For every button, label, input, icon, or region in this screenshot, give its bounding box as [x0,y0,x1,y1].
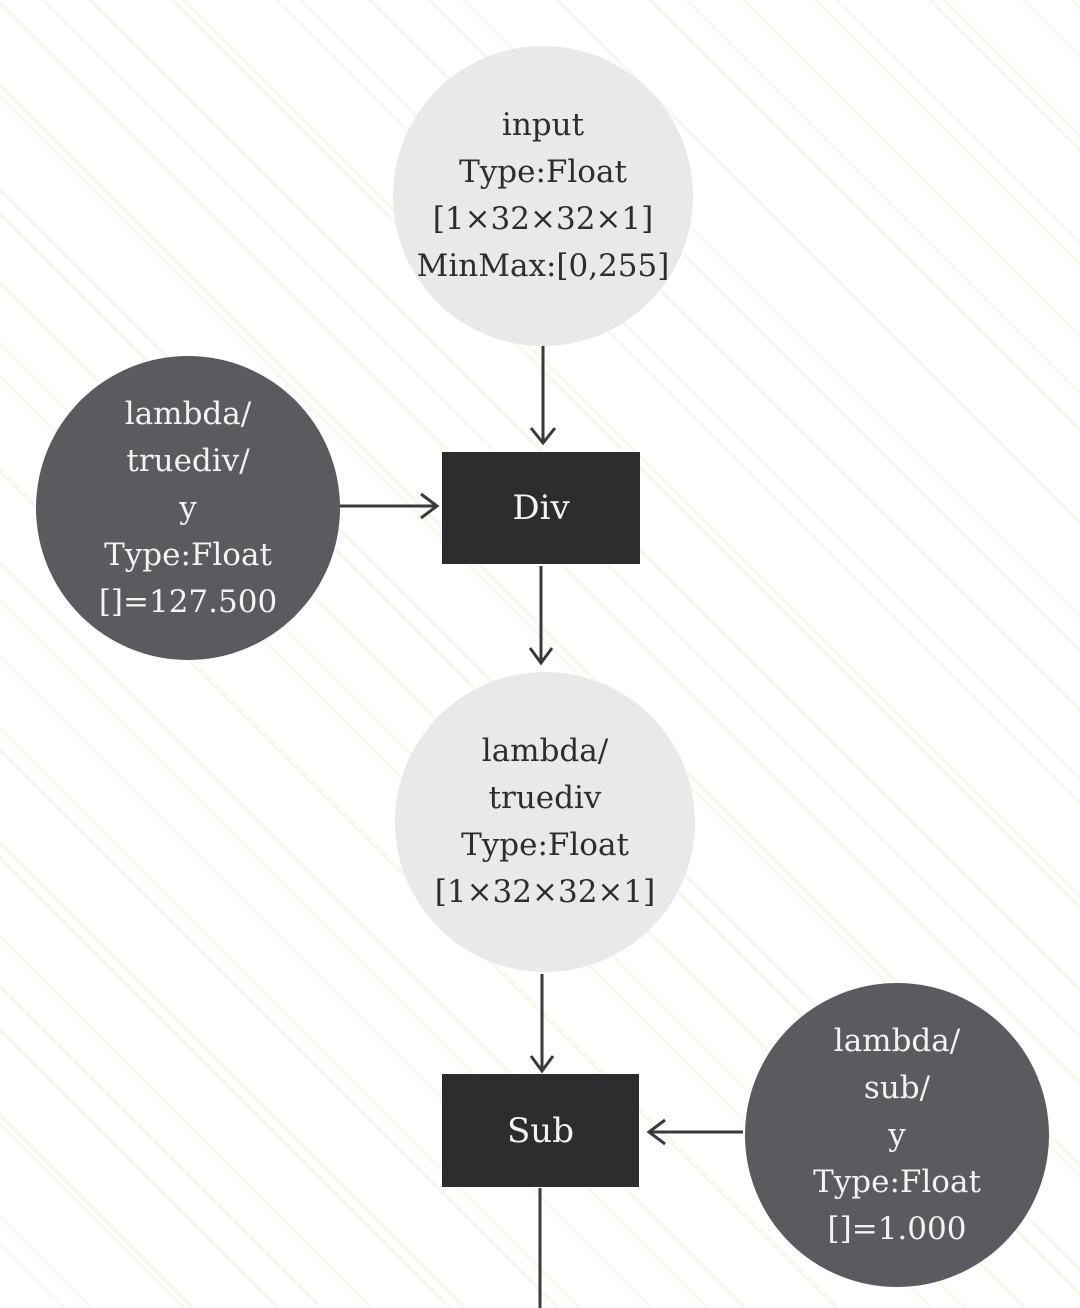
node-input-name: input [501,107,585,143]
node-truediv-y-name-2: truediv/ [126,442,250,479]
edge-div-to-truediv-arrowhead-icon [528,647,554,666]
edge-truediv-to-sub-arrowhead-icon [529,1055,555,1074]
edge-sub-y-to-sub-arrowhead-icon [646,1118,666,1146]
node-truediv-shape: [1×32×32×1] [434,874,656,910]
node-sub-y-type: Type:Float [813,1163,981,1200]
node-input-type: Type:Float [459,154,627,190]
node-truediv-y-name-1: lambda/ [124,395,252,432]
node-lambda-sub-y: lambda/ sub/ y Type:Float []=1.000 [745,983,1049,1287]
node-input-minmax: MinMax:[0,255] [416,248,670,284]
node-input-shape: [1×32×32×1] [432,201,654,237]
node-truediv-y-type: Type:Float [104,536,272,573]
edge-truediv-y-to-div-arrowhead-icon [420,492,440,520]
node-sub-y-name-3: y [888,1116,906,1153]
node-div-op-label: Div [512,488,570,528]
node-truediv-y-name-3: y [179,489,197,526]
node-sub-y-name-2: sub/ [863,1069,931,1106]
node-div-op: Div [442,452,640,564]
node-sub-y-name-1: lambda/ [833,1022,961,1059]
node-truediv-name-1: lambda/ [481,733,609,769]
node-sub-op-label: Sub [507,1110,574,1151]
edge-input-to-div-arrowhead-icon [529,427,557,446]
node-input: input Type:Float [1×32×32×1] MinMax:[0,2… [393,46,693,346]
node-lambda-truediv-y: lambda/ truediv/ y Type:Float []=127.500 [36,356,340,660]
node-truediv-name-2: truediv [488,780,602,816]
node-sub-op: Sub [442,1074,639,1187]
node-sub-y-value: []=1.000 [827,1210,967,1247]
node-lambda-truediv: lambda/ truediv Type:Float [1×32×32×1] [395,672,695,972]
node-truediv-y-value: []=127.500 [98,583,278,620]
node-truediv-type: Type:Float [461,827,629,863]
